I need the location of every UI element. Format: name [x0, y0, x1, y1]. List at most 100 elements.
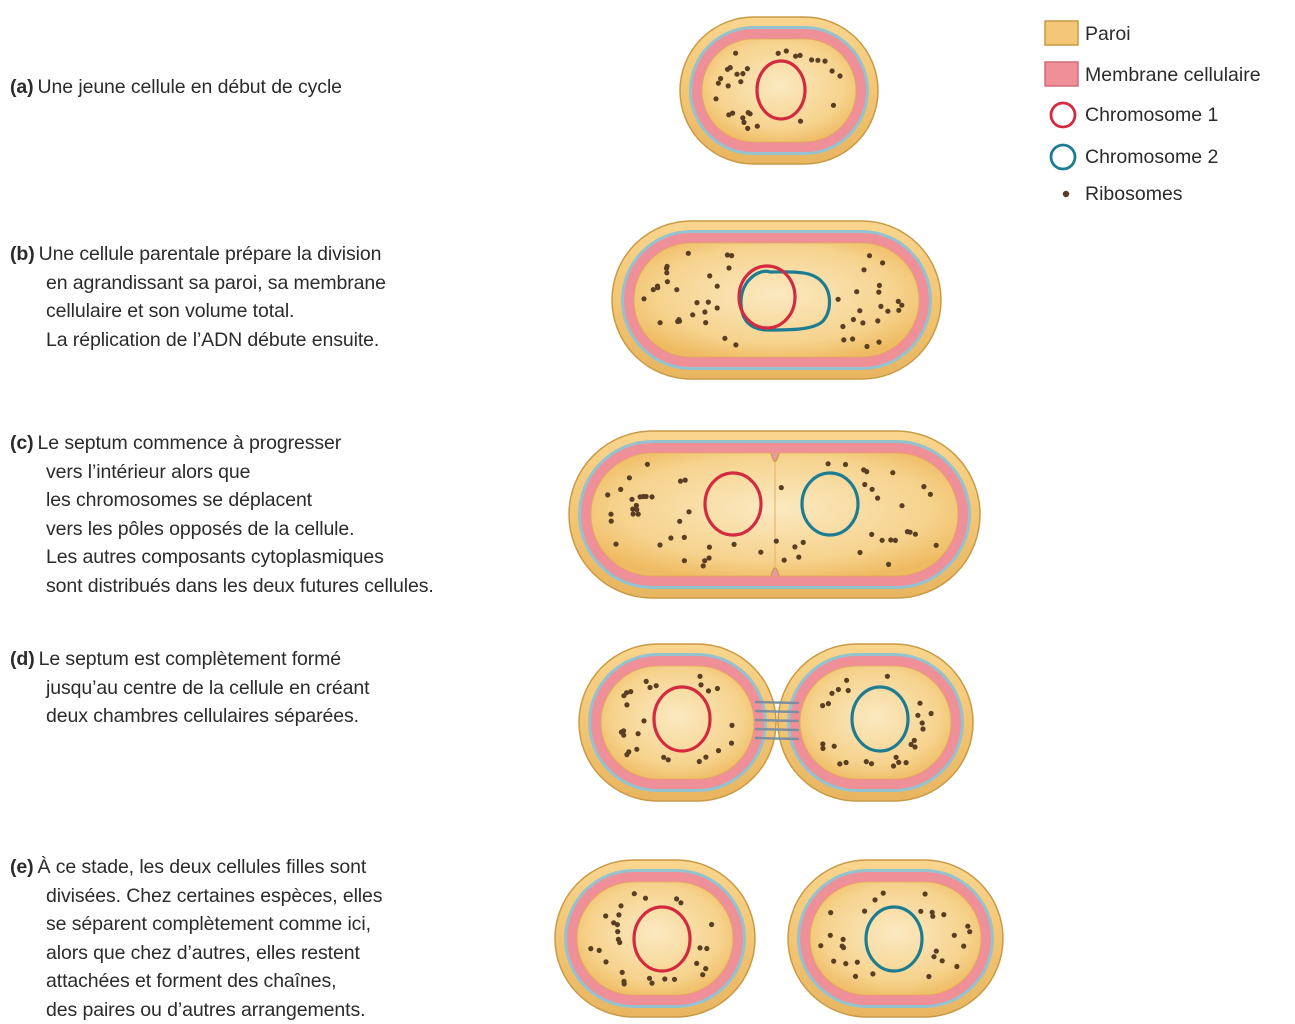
ribosome — [636, 731, 641, 736]
ribosome — [875, 318, 880, 323]
ribosome — [641, 296, 646, 301]
ribosome — [912, 738, 917, 743]
ribosome — [624, 702, 629, 707]
ribosome — [707, 273, 712, 278]
ribosome — [732, 542, 737, 547]
ribosome — [647, 976, 652, 981]
ribosome — [662, 976, 667, 981]
ribosome — [621, 733, 626, 738]
ribosome — [626, 749, 631, 754]
ribosome — [627, 475, 632, 480]
ribosome — [857, 550, 862, 555]
ribosome — [658, 320, 663, 325]
ribosome — [728, 65, 733, 70]
ribosome — [896, 299, 901, 304]
legend-membrane-label: Membrane cellulaire — [1085, 63, 1261, 87]
ribosome — [704, 946, 709, 951]
ribosome — [597, 948, 602, 953]
ribosome — [828, 910, 833, 915]
legend-chromosome2-icon — [1051, 145, 1075, 169]
ribosome — [734, 72, 739, 77]
ribosome — [899, 503, 904, 508]
ribosome — [706, 688, 711, 693]
cell-b — [612, 221, 941, 379]
ribosome — [893, 538, 898, 543]
ribosome — [664, 270, 669, 275]
ribosome — [603, 913, 608, 918]
septum-connector — [756, 720, 798, 721]
ribosome — [697, 674, 702, 679]
ribosome — [965, 924, 970, 929]
ribosome — [647, 685, 652, 690]
ribosome — [831, 103, 836, 108]
ribosome — [745, 66, 750, 71]
cells-layer — [555, 17, 1003, 1017]
ribosome — [923, 891, 928, 896]
ribosome — [615, 929, 620, 934]
septum-connector — [756, 711, 798, 712]
ribosome — [618, 487, 623, 492]
cytoplasm — [577, 882, 733, 995]
ribosome — [782, 558, 787, 563]
ribosome — [636, 511, 641, 516]
ribosome — [716, 748, 721, 753]
ribosome — [697, 759, 702, 764]
ribosome — [655, 284, 660, 289]
ribosome — [841, 937, 846, 942]
ribosome — [718, 76, 723, 81]
ribosome — [678, 479, 683, 484]
ribosome — [603, 959, 608, 964]
ribosome — [668, 535, 673, 540]
ribosome — [715, 284, 720, 289]
ribosome — [666, 757, 671, 762]
ribosome — [740, 115, 745, 120]
ribosome — [841, 337, 846, 342]
ribosome — [713, 96, 718, 101]
ribosome — [729, 723, 734, 728]
ribosome — [609, 519, 614, 524]
ribosome — [890, 470, 895, 475]
ribosome — [715, 305, 720, 310]
legend-membrane-swatch — [1045, 62, 1078, 86]
ribosome — [726, 83, 731, 88]
ribosome — [930, 910, 935, 915]
septum-connector — [756, 738, 798, 739]
ribosome — [820, 703, 825, 708]
ribosome — [918, 909, 923, 914]
ribosome — [796, 555, 801, 560]
ribosome — [920, 720, 925, 725]
legend — [1045, 21, 1078, 197]
septum-connector — [756, 702, 798, 703]
ribosome — [605, 492, 610, 497]
legend-chromosome1-icon — [1051, 103, 1075, 127]
ribosome — [677, 519, 682, 524]
ribosome — [875, 496, 880, 501]
ribosome — [876, 340, 881, 345]
cytoplasm — [810, 882, 981, 995]
ribosome — [588, 946, 593, 951]
ribosome — [616, 937, 621, 942]
ribosome — [920, 726, 925, 731]
ribosome — [888, 537, 893, 542]
ribosome — [644, 494, 649, 499]
legend-ribosomes-label: Ribosomes — [1085, 182, 1183, 206]
ribosome — [686, 509, 691, 514]
ribosome — [618, 903, 623, 908]
ribosome — [843, 462, 848, 467]
ribosome — [904, 760, 909, 765]
ribosome — [755, 124, 760, 129]
ribosome — [676, 317, 681, 322]
ribosome — [608, 512, 613, 517]
ribosome — [651, 287, 656, 292]
ribosome — [886, 562, 891, 567]
ribosome — [698, 682, 703, 687]
ribosome — [929, 711, 934, 716]
ribosome — [954, 964, 959, 969]
legend-ribosome-icon — [1063, 191, 1069, 197]
ribosome — [820, 746, 825, 751]
ribosome — [792, 544, 797, 549]
ribosome — [649, 981, 654, 986]
ribosome — [694, 300, 699, 305]
ribosome — [741, 120, 746, 125]
legend-wall-label: Paroi — [1085, 22, 1131, 46]
